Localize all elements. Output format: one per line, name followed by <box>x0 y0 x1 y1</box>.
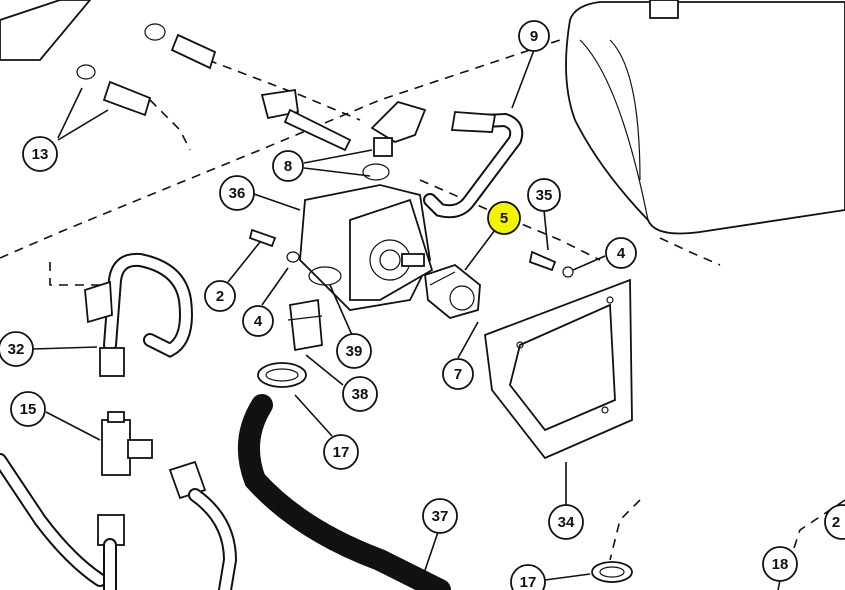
svg-text:17: 17 <box>520 574 537 590</box>
callout-2-left: 2 <box>204 280 236 312</box>
adapter-fitting <box>287 298 323 352</box>
callout-13: 13 <box>22 136 58 172</box>
tube-assembly-32 <box>84 252 193 377</box>
leader-lines <box>32 49 781 590</box>
svg-text:15: 15 <box>20 401 37 418</box>
svg-text:9: 9 <box>530 28 538 45</box>
small-hose-clamp <box>591 561 633 583</box>
hydraulic-pump <box>299 184 434 311</box>
callout-34: 34 <box>548 504 584 540</box>
hose-clamp <box>257 362 307 388</box>
pump-bolts <box>248 228 300 263</box>
callout-5-highlighted: 5 <box>487 201 521 235</box>
callout-38: 38 <box>342 376 378 412</box>
callout-35: 35 <box>527 178 561 212</box>
svg-text:34: 34 <box>558 514 575 531</box>
callout-36: 36 <box>219 175 255 211</box>
svg-text:37: 37 <box>432 508 449 525</box>
callout-9: 9 <box>518 20 550 52</box>
svg-text:38: 38 <box>352 386 369 403</box>
pump-coupling <box>424 263 481 319</box>
svg-text:18: 18 <box>772 556 789 573</box>
svg-text:32: 32 <box>8 341 25 358</box>
svg-text:8: 8 <box>284 158 292 175</box>
svg-text:2: 2 <box>216 288 224 305</box>
callout-18: 18 <box>762 546 798 582</box>
svg-text:7: 7 <box>454 366 462 383</box>
bolt-35 <box>528 250 574 278</box>
callout-4-left: 4 <box>242 305 274 337</box>
svg-text:4: 4 <box>617 245 626 262</box>
svg-text:36: 36 <box>229 185 246 202</box>
callout-8: 8 <box>272 150 304 182</box>
callout-15: 15 <box>10 391 46 427</box>
lower-left-tubes <box>0 453 238 590</box>
svg-text:2: 2 <box>832 514 840 531</box>
svg-text:17: 17 <box>333 444 350 461</box>
callout-37: 37 <box>422 498 458 534</box>
callout-32: 32 <box>0 331 34 367</box>
mounting-bracket <box>484 278 633 460</box>
svg-text:39: 39 <box>346 343 363 360</box>
tee-fitting <box>101 411 153 476</box>
svg-text:5: 5 <box>500 210 508 227</box>
hydraulic-tank <box>565 0 845 235</box>
callout-17-middle: 17 <box>323 434 359 470</box>
svg-text:13: 13 <box>32 146 49 163</box>
top-left-fittings <box>0 0 352 152</box>
elbow-fitting-and-tube <box>362 100 524 219</box>
callout-2-edge: 2 <box>824 504 845 540</box>
callout-39: 39 <box>336 333 372 369</box>
svg-text:4: 4 <box>254 313 263 330</box>
svg-text:35: 35 <box>536 187 553 204</box>
callout-17-bottom: 17 <box>510 564 546 590</box>
callout-7: 7 <box>442 358 474 390</box>
suction-hose <box>237 394 451 590</box>
callout-4-right: 4 <box>605 237 637 269</box>
